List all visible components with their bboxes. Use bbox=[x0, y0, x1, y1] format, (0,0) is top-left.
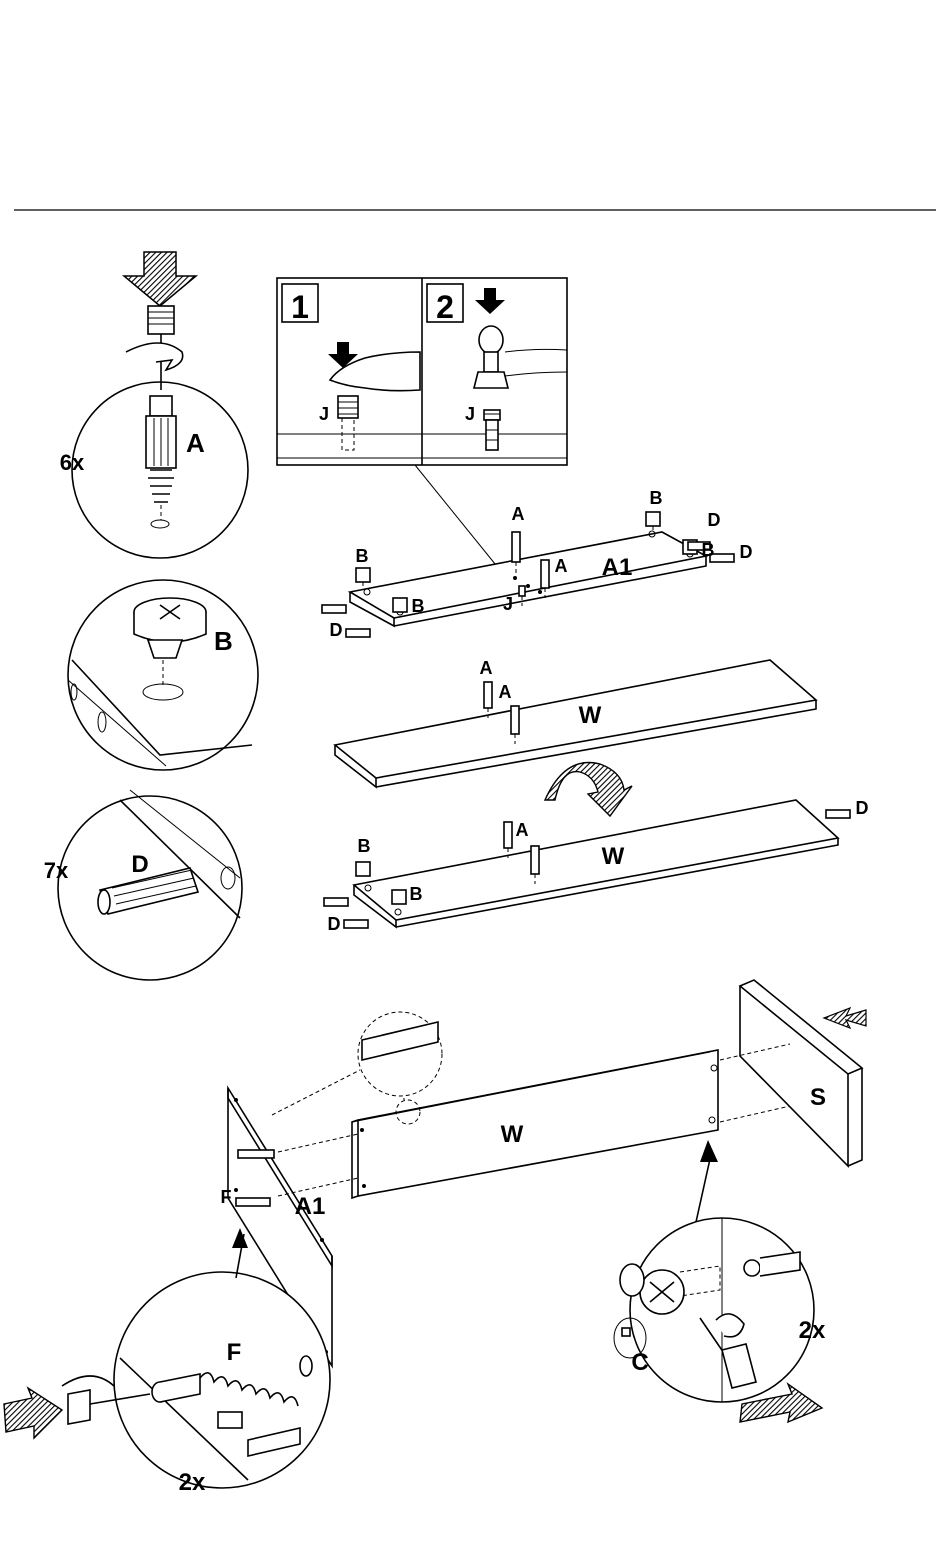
step1-part-label: J bbox=[319, 404, 329, 424]
cam-bolt-a-icon bbox=[541, 560, 549, 598]
dowel-d-icon bbox=[346, 629, 370, 637]
lower-dowel-d2-label: D bbox=[856, 798, 869, 818]
insert-j-icon bbox=[519, 586, 525, 606]
dowel-d-icon bbox=[344, 920, 368, 928]
cam-bolt-a-icon bbox=[484, 682, 492, 718]
lower-dowel-d1-label: D bbox=[328, 914, 341, 934]
assembly-left-label: A1 bbox=[295, 1193, 326, 1220]
cam-tighten-part-label: C bbox=[631, 1349, 648, 1376]
cam-lock-part-label: B bbox=[214, 626, 233, 656]
dowel-d-icon bbox=[322, 605, 346, 613]
top-cam-b4-label: B bbox=[702, 540, 715, 560]
top-cam-b2-label: B bbox=[412, 596, 425, 616]
screw-insert-part-label: F bbox=[227, 1339, 242, 1366]
callout-cam-lock: B bbox=[68, 580, 258, 770]
cam-lock-b-icon bbox=[356, 862, 370, 876]
cam-lock-b-icon bbox=[392, 890, 406, 904]
cam-lock-b-icon bbox=[646, 512, 660, 532]
cam-bolt-qty-label: 6x bbox=[60, 450, 85, 475]
top-dowel-d2-label: D bbox=[708, 510, 721, 530]
callout-screw-insert: F 2x bbox=[4, 1228, 330, 1496]
middle-panel-label: W bbox=[579, 702, 602, 729]
rotate-arrow-icon bbox=[126, 343, 183, 370]
leader-line bbox=[415, 465, 508, 580]
step2-part-label: J bbox=[465, 404, 475, 424]
middle-bolt-a1-label: A bbox=[480, 658, 493, 678]
dowel-part-label: D bbox=[131, 851, 148, 878]
step1-number: 1 bbox=[291, 289, 309, 325]
callout-dowel: D 7x bbox=[44, 790, 242, 980]
screw-insert-qty-label: 2x bbox=[179, 1469, 206, 1496]
push-arrow-icon bbox=[124, 252, 196, 306]
cam-tighten-qty-label: 2x bbox=[799, 1317, 826, 1344]
step2-number: 2 bbox=[436, 289, 454, 325]
top-cam-b3-label: B bbox=[650, 488, 663, 508]
cam-bolt-a-icon bbox=[504, 822, 512, 858]
callout-cam-tighten: C 2x bbox=[614, 1140, 826, 1422]
assembly-center-label: W bbox=[501, 1121, 524, 1148]
top-bolt-a1-label: A bbox=[512, 504, 525, 524]
top-cam-b1-label: B bbox=[356, 546, 369, 566]
screw-f-icon bbox=[238, 1150, 274, 1158]
top-insert-j-label: J bbox=[503, 594, 513, 614]
assembly-screw-f-label: F bbox=[221, 1187, 232, 1207]
screw-f-icon bbox=[236, 1198, 270, 1206]
lower-panel-w: W A B B D D bbox=[324, 798, 869, 934]
push-arrow-icon bbox=[824, 1008, 866, 1028]
callout-cam-bolt: A 6x bbox=[60, 252, 248, 558]
top-dowel-d1-label: D bbox=[330, 620, 343, 640]
dowel-qty-label: 7x bbox=[44, 858, 69, 883]
lower-bolt-a-label: A bbox=[516, 820, 529, 840]
top-dowel-d3-label: D bbox=[740, 542, 753, 562]
lower-panel-label: W bbox=[602, 843, 625, 870]
step-panel: 1 2 J J bbox=[277, 278, 567, 465]
top-panel-label: A1 bbox=[602, 554, 633, 581]
flip-arrow-icon bbox=[545, 763, 632, 817]
assembly-right-label: S bbox=[810, 1084, 826, 1111]
dowel-d-icon bbox=[324, 898, 348, 906]
insert-icon bbox=[218, 1412, 242, 1428]
cam-lock-b-icon bbox=[356, 568, 370, 590]
center-panel: W bbox=[352, 1050, 718, 1198]
insert-j-icon bbox=[484, 410, 500, 450]
lower-cam-b2-label: B bbox=[410, 884, 423, 904]
cam-lock-b-icon bbox=[393, 598, 407, 612]
right-side-panel: S bbox=[740, 980, 862, 1166]
cam-bolt-part-label: A bbox=[186, 428, 205, 458]
lower-cam-b1-label: B bbox=[358, 836, 371, 856]
middle-bolt-a2-label: A bbox=[499, 682, 512, 702]
top-panel-a1: A1 A A B B B B D D D J bbox=[322, 488, 753, 640]
top-bolt-a2-label: A bbox=[555, 556, 568, 576]
dowel-d-icon bbox=[826, 810, 850, 818]
push-arrow-icon bbox=[4, 1388, 62, 1438]
